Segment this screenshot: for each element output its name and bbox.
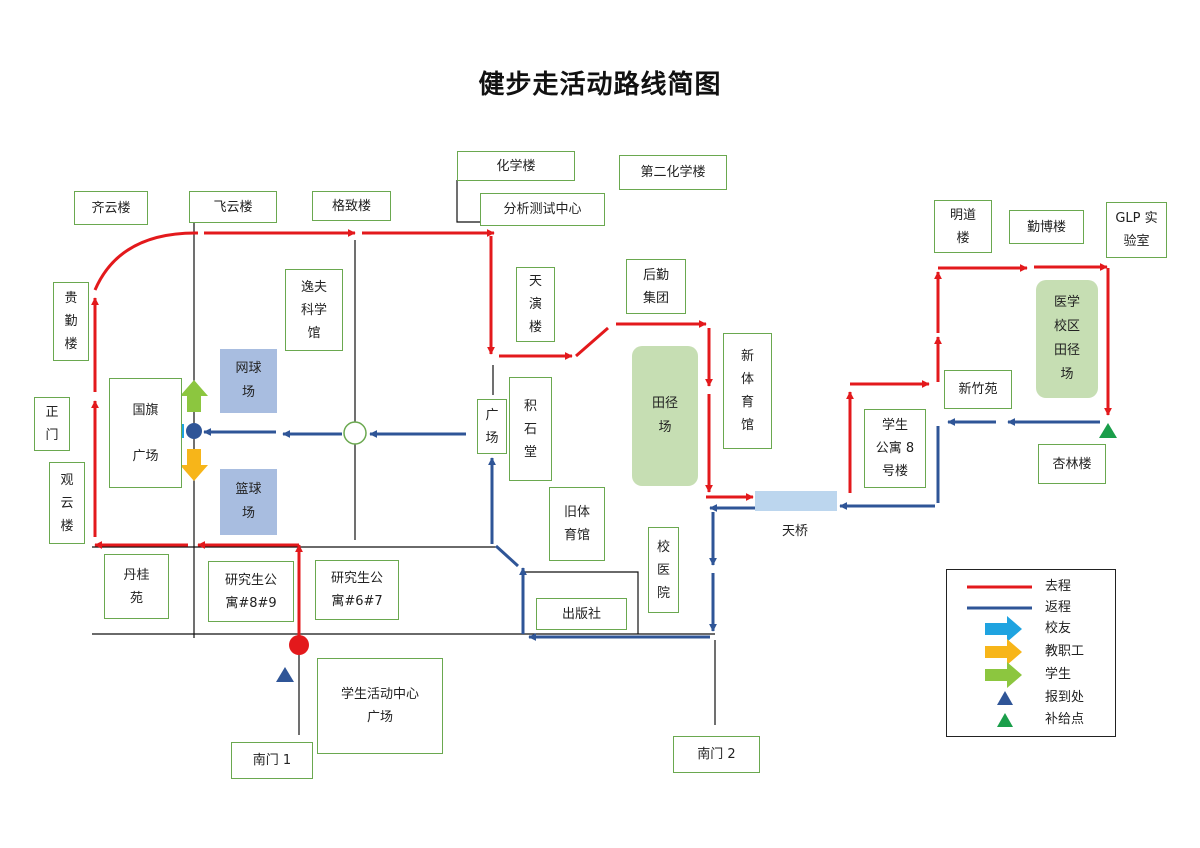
road-chuban-horizontal [522, 571, 639, 634]
building-zhengmen: 正 门 [34, 397, 70, 451]
building-xinglin: 杏林楼 [1038, 444, 1106, 484]
checkin-triangle-icon [276, 667, 294, 682]
building-nanmen2: 南门 2 [673, 736, 760, 773]
legend-return-label: 返程 [1045, 600, 1072, 615]
building-xinzhu: 新竹苑 [944, 370, 1012, 409]
building-nanmen1: 南门 1 [231, 742, 313, 779]
track-field: 田径 场 [632, 346, 698, 486]
building-qinbo: 勤博楼 [1009, 210, 1084, 244]
building-guanyun: 观 云 楼 [49, 462, 85, 544]
footbridge [755, 491, 837, 511]
building-jishi: 积 石 堂 [509, 377, 552, 481]
legend-checkin-triangle-icon [997, 691, 1013, 705]
legend-symbols [967, 585, 1032, 727]
building-feiyun: 飞云楼 [189, 191, 277, 223]
legend-alumni-label: 校友 [1045, 621, 1072, 636]
legend-staff-label: 教职工 [1045, 644, 1085, 659]
legend-checkin-label: 报到处 [1045, 690, 1085, 705]
flag-plaza-node [186, 423, 202, 439]
building-glp: GLP 实 验室 [1106, 202, 1167, 258]
building-jiuti: 旧体 育馆 [549, 487, 605, 561]
building-guiqin: 贵 勤 楼 [53, 282, 89, 361]
building-yjs89: 研究生公 寓#8#9 [208, 561, 294, 622]
building-dierhuaxue: 第二化学楼 [619, 155, 727, 190]
roads [92, 180, 716, 735]
outbound-segment-11 [575, 326, 609, 358]
building-houqin: 后勤 集团 [626, 259, 686, 314]
student-arrow-icon [180, 380, 208, 412]
building-huaxue: 化学楼 [457, 151, 575, 181]
map-title: 健步走活动路线简图 [478, 70, 722, 100]
start-point [289, 635, 309, 655]
return-route [203, 418, 1100, 641]
building-xsgy8: 学生 公寓 8 号楼 [864, 409, 926, 488]
return-segment-10 [494, 544, 520, 568]
legend-staff-arrow-icon [985, 639, 1022, 665]
staff-arrow-icon [180, 449, 208, 481]
building-gezhi: 格致楼 [312, 191, 391, 221]
building-chuban: 出版社 [536, 598, 627, 630]
legend-supply-triangle-icon [997, 713, 1013, 727]
outbound-route [91, 229, 1112, 646]
footbridge-label: 天桥 [782, 524, 809, 539]
legend-student-label: 学生 [1045, 667, 1072, 682]
outbound-segment-6 [93, 231, 199, 291]
medical-campus-track: 医学 校区 田径 场 [1036, 280, 1098, 398]
legend-outbound-label: 去程 [1045, 579, 1072, 594]
building-mingdao: 明道 楼 [934, 200, 992, 253]
building-dangui: 丹桂 苑 [104, 554, 169, 619]
map-legend: 去程 返程 校友 教职工 学生 报到处 补给点 [946, 569, 1116, 737]
tennis-court: 网球 场 [220, 349, 277, 413]
building-tianyan: 天 演 楼 [516, 267, 555, 342]
building-qiyun: 齐云楼 [74, 191, 148, 225]
legend-student-arrow-icon [985, 662, 1022, 688]
supply-triangle-icon [1099, 423, 1117, 438]
road-huaxue-bracket [456, 180, 480, 223]
building-guangchang: 广 场 [477, 399, 507, 454]
legend-supply-label: 补给点 [1045, 712, 1085, 727]
building-student-center: 学生活动中心 广场 [317, 658, 443, 754]
building-xiaoyi: 校 医 院 [648, 527, 679, 613]
building-guoqi: 国旗 广场 [109, 378, 182, 488]
junction-circle [343, 421, 367, 445]
building-fenxi: 分析测试中心 [480, 193, 605, 226]
building-xinti: 新 体 育 馆 [723, 333, 772, 449]
building-yifu: 逸夫 科学 馆 [285, 269, 343, 351]
legend-alumni-arrow-icon [985, 616, 1022, 642]
basketball-court: 篮球 场 [220, 469, 277, 535]
building-yjs67: 研究生公 寓#6#7 [315, 560, 399, 620]
